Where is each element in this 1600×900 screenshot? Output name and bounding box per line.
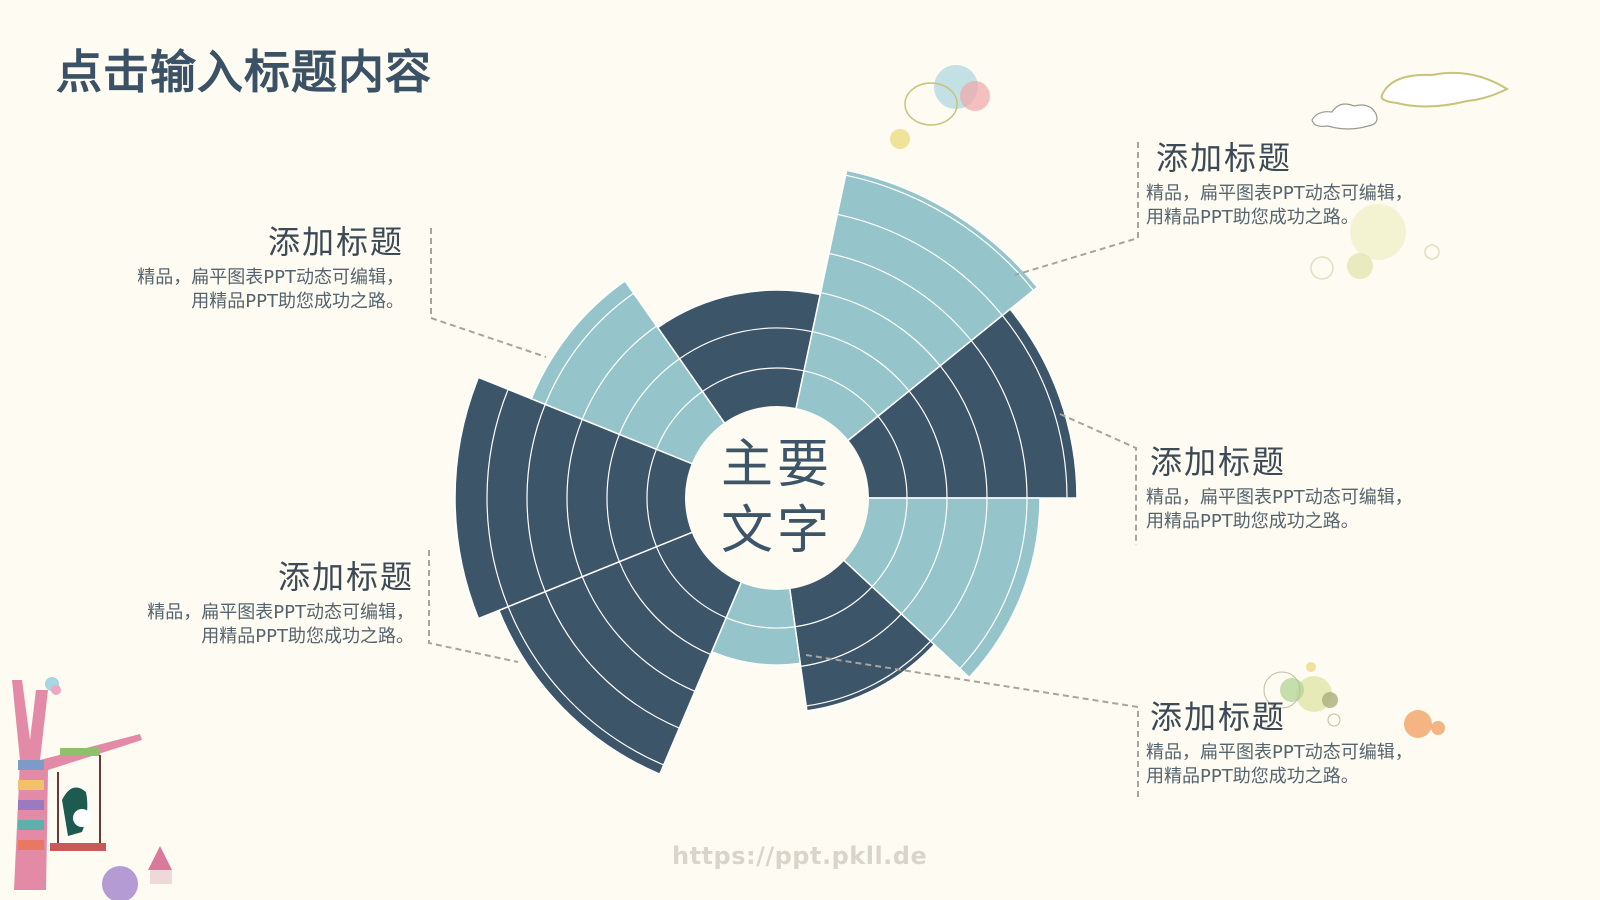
grid-ring-arc [800, 613, 902, 667]
cloud-icon [1311, 103, 1378, 130]
callout-desc-line2: 用精品PPT助您成功之路。 [1146, 207, 1359, 228]
grid-ring-arc [939, 365, 988, 499]
callout-top-right: 添加标题 精品，扁平图表PPT动态可编辑， 用精品PPT助您成功之路。 [1146, 138, 1446, 230]
page-title: 点击输入标题内容 [56, 45, 432, 99]
callout-desc-line2: 用精品PPT助您成功之路。 [1146, 511, 1359, 532]
grid-ring-arc [900, 497, 948, 615]
chart-center-hole [685, 406, 869, 590]
callout-title: 添加标题 [267, 223, 404, 261]
cloud-icon [1380, 71, 1510, 108]
grid-ring-arc [959, 497, 1028, 669]
callout-desc-line1: 精品，扁平图表PPT动态可编辑， [137, 267, 404, 288]
callout-desc-line1: 精品，扁平图表PPT动态可编辑， [1146, 742, 1413, 763]
chart-center-label: 主要 文字 [700, 432, 854, 564]
grid-ring-arc [581, 325, 657, 420]
callout-middle-right: 添加标题 精品，扁平图表PPT动态可编辑， 用精品PPT助您成功之路。 [1146, 442, 1446, 534]
grid-ring-arc [679, 327, 813, 360]
grid-ring-arc [702, 367, 805, 393]
grid-ring-arc [803, 370, 879, 417]
bubble-icon [1431, 721, 1445, 735]
bubble-icon [1424, 244, 1440, 260]
bubble-icon [1347, 253, 1373, 279]
grid-ring-arc [486, 389, 509, 607]
callout-connector-line [430, 228, 547, 358]
callout-desc-line1: 精品，扁平图表PPT动态可编辑， [1146, 487, 1413, 508]
grid-ring-arc [930, 497, 988, 642]
callout-title: 添加标题 [1150, 698, 1287, 736]
chart-sector [775, 169, 1039, 500]
bubble-icon [960, 81, 990, 111]
grid-ring-arc [606, 434, 620, 562]
grid-ring-arc [566, 419, 583, 577]
tree-swing-illustration [12, 677, 172, 900]
callout-title: 添加标题 [1156, 139, 1293, 177]
grid-ring-arc [544, 292, 634, 405]
chart-sector [454, 376, 780, 620]
callout-bottom-left: 添加标题 精品，扁平图表PPT动态可编辑， 用精品PPT助您成功之路。 [114, 557, 414, 649]
bubble-icon [1306, 662, 1316, 672]
callout-desc-line1: 精品，扁平图表PPT动态可编辑， [147, 602, 414, 623]
callout-bottom-right: 添加标题 精品，扁平图表PPT动态可编辑， 用精品PPT助您成功之路。 [1146, 697, 1446, 789]
bubble-icon [1263, 671, 1301, 709]
bubble-icon [1322, 692, 1338, 708]
center-label-line1: 主要 [720, 435, 833, 495]
bubble-icon [1310, 256, 1334, 280]
callout-title: 添加标题 [1150, 443, 1287, 481]
grid-ring-arc [655, 391, 703, 450]
grid-ring-arc [507, 606, 664, 766]
callout-desc-line2: 用精品PPT助您成功之路。 [1146, 766, 1359, 787]
grid-ring-arc [646, 449, 658, 547]
bubble-icon [1350, 204, 1406, 260]
bubble-icon [1327, 713, 1341, 727]
grid-ring-arc [1001, 315, 1068, 499]
grid-ring-arc [806, 640, 932, 707]
callout-connector-line [1014, 142, 1139, 276]
chart-grid-rings [486, 174, 1068, 766]
bubble-icon [1280, 678, 1304, 702]
grid-ring-arc [820, 292, 941, 367]
watermark: https://ppt.pkll.de [672, 842, 928, 870]
grid-ring-arc [618, 358, 680, 435]
callout-desc-line1: 精品，扁平图表PPT动态可编辑， [1146, 183, 1413, 204]
grid-ring-arc [812, 331, 910, 392]
grid-ring-arc [970, 340, 1028, 499]
callout-connector-line [428, 550, 519, 663]
center-label-line2: 文字 [720, 501, 833, 561]
callout-connector-line [805, 654, 1139, 800]
callout-connectors [428, 142, 1139, 800]
grid-ring-arc [908, 390, 948, 499]
grid-ring-arc [618, 561, 711, 656]
decorations [12, 65, 1510, 900]
bubble-icon [890, 129, 910, 149]
chart-sector [497, 496, 779, 776]
grid-ring-arc [877, 415, 908, 499]
grid-ring-arc [828, 252, 972, 342]
callout-title: 添加标题 [277, 558, 414, 596]
grid-ring-arc [655, 546, 727, 619]
grid-ring-arc [837, 213, 1003, 316]
callout-top-left: 添加标题 精品，扁平图表PPT动态可编辑， 用精品PPT助您成功之路。 [104, 222, 404, 314]
grid-ring-arc [544, 591, 680, 729]
grid-ring-arc [795, 586, 873, 628]
callout-desc-line2: 用精品PPT助您成功之路。 [191, 291, 404, 312]
grid-ring-arc [845, 174, 1034, 291]
grid-ring-arc [725, 617, 796, 629]
callout-desc-line2: 用精品PPT助您成功之路。 [201, 626, 414, 647]
bubble-icon [1404, 710, 1432, 738]
callout-connector-line [1059, 413, 1137, 545]
grid-ring-arc [526, 404, 546, 592]
grid-ring-arc [581, 576, 696, 692]
bubble-icon [904, 82, 958, 126]
grid-ring-arc [871, 497, 908, 588]
